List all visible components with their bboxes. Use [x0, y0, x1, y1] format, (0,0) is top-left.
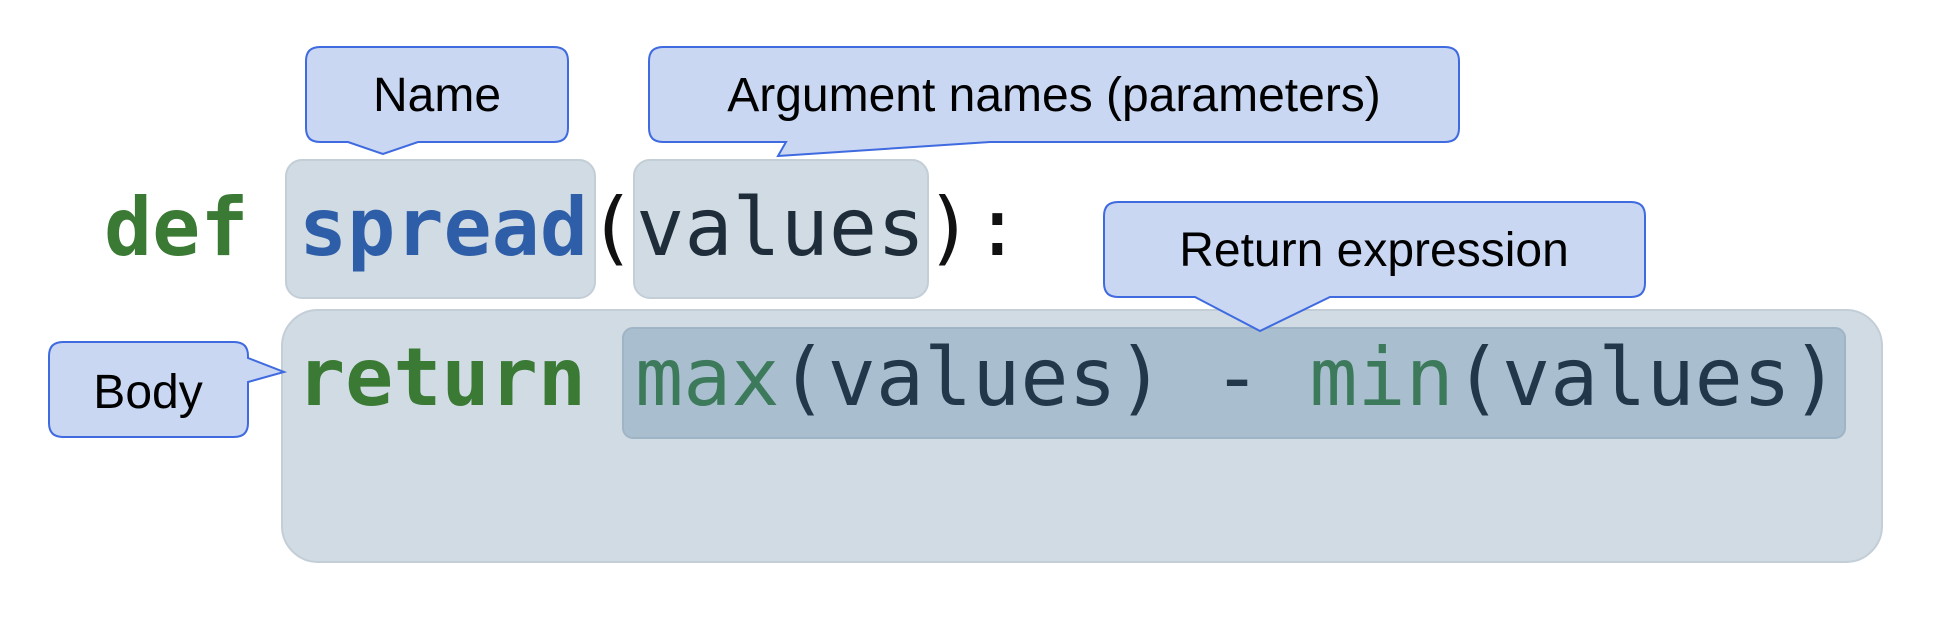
arguments-callout-label: Argument names (parameters) [727, 69, 1381, 122]
return-expression-callout-label: Return expression [1179, 224, 1569, 277]
open-paren: ( [588, 181, 636, 274]
function-name: spread [299, 181, 588, 274]
return-expression-callout-bubble [1103, 201, 1646, 333]
min-argument: (values) [1454, 331, 1839, 424]
min-function: min [1309, 331, 1454, 424]
arguments-callout: Argument names (parameters) [648, 46, 1460, 158]
return-expression-highlight [622, 327, 1846, 439]
body-callout-label: Body [93, 366, 202, 419]
body-callout-bubble [48, 341, 288, 438]
function-name-highlight [285, 159, 596, 299]
def-keyword: def [104, 181, 249, 274]
name-callout: Name [305, 46, 569, 156]
name-callout-bubble [305, 46, 569, 156]
max-function: max [635, 331, 780, 424]
return-keyword: return [297, 331, 586, 424]
function-signature-line: def spread(values): [104, 181, 1021, 274]
name-callout-label: Name [373, 69, 501, 122]
return-expression-callout: Return expression [1103, 201, 1646, 333]
parameter-highlight [633, 159, 929, 299]
parameter-name: values [636, 181, 925, 274]
arguments-callout-bubble [648, 46, 1460, 158]
body-callout: Body [48, 341, 288, 438]
close-paren-colon: ): [925, 181, 1021, 274]
minus-operator: - [1165, 331, 1310, 424]
max-argument: (values) [780, 331, 1165, 424]
